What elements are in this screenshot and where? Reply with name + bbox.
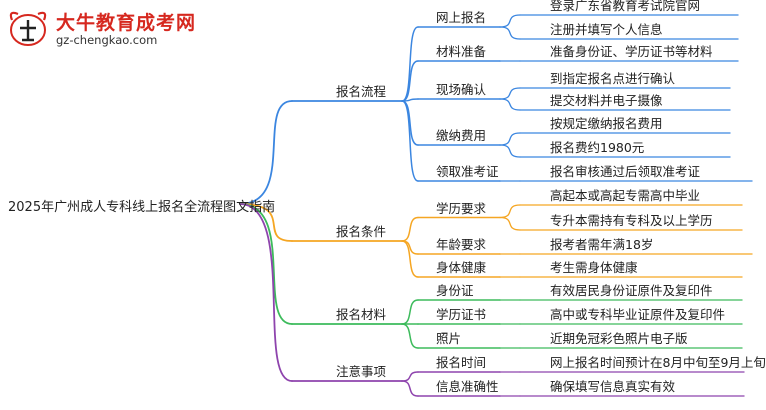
mindmap-root-title: 2025年广州成人专科线上报名全流程图文指南 bbox=[8, 200, 276, 215]
sub-branch-label: 学历证书 bbox=[436, 307, 487, 322]
leaf-item-label: 按规定缴纳报名费用 bbox=[550, 116, 663, 131]
branch-label: 报名条件 bbox=[336, 224, 387, 239]
sub-branch-label: 现场确认 bbox=[436, 82, 487, 97]
sub-branch-label: 缴纳费用 bbox=[436, 128, 487, 143]
leaf-item-label: 报考者需年满18岁 bbox=[550, 237, 654, 252]
sub-branch-label: 网上报名 bbox=[436, 10, 487, 25]
leaf-item-label: 到指定报名点进行确认 bbox=[550, 71, 676, 86]
leaf-item-label: 登录广东省教育考试院官网 bbox=[550, 0, 701, 13]
bull-logo-icon bbox=[9, 11, 47, 46]
sub-branch-label: 照片 bbox=[436, 331, 462, 346]
leaf-item-label: 报名审核通过后领取准考证 bbox=[550, 164, 701, 179]
leaf-item-label: 提交材料并电子摄像 bbox=[550, 93, 663, 108]
leaf-item-label: 网上报名时间预计在8月中旬至9月上旬 bbox=[550, 355, 766, 370]
leaf-item-label: 近期免冠彩色照片电子版 bbox=[550, 331, 688, 346]
sub-branch-label: 年龄要求 bbox=[436, 237, 487, 252]
sub-branch-label: 材料准备 bbox=[436, 44, 487, 59]
leaf-item-label: 高中或专科毕业证原件及复印件 bbox=[550, 307, 726, 322]
leaf-item-label: 注册并填写个人信息 bbox=[550, 22, 663, 37]
branch-label: 报名流程 bbox=[336, 84, 387, 99]
branch-label: 注意事项 bbox=[336, 364, 387, 379]
leaf-item-label: 准备身份证、学历证书等材料 bbox=[550, 44, 713, 59]
sub-branch-label: 信息准确性 bbox=[436, 379, 499, 394]
logo-title: 大牛教育成考网 bbox=[56, 12, 197, 34]
branch-label: 报名材料 bbox=[336, 307, 387, 322]
sub-branch-label: 身体健康 bbox=[436, 260, 487, 275]
mindmap-connectors bbox=[239, 14, 753, 397]
sub-branch-label: 学历要求 bbox=[436, 200, 487, 216]
leaf-item-label: 高起本或高起专需高中毕业 bbox=[550, 188, 701, 203]
leaf-item-label: 考生需身体健康 bbox=[550, 260, 638, 275]
sub-branch-label: 身份证 bbox=[436, 283, 474, 298]
leaf-item-label: 有效居民身份证原件及复印件 bbox=[550, 283, 713, 298]
leaf-item-label: 专升本需持有专科及以上学历 bbox=[550, 213, 713, 228]
logo-url: gz-chengkao.com bbox=[56, 33, 158, 47]
sub-branch-label: 报名时间 bbox=[436, 355, 487, 370]
site-logo[interactable]: 大牛教育成考网 gz-chengkao.com bbox=[6, 6, 206, 52]
sub-branch-label: 领取准考证 bbox=[436, 164, 499, 179]
leaf-item-label: 报名费约1980元 bbox=[550, 140, 645, 155]
leaf-item-label: 确保填写信息真实有效 bbox=[550, 379, 676, 394]
